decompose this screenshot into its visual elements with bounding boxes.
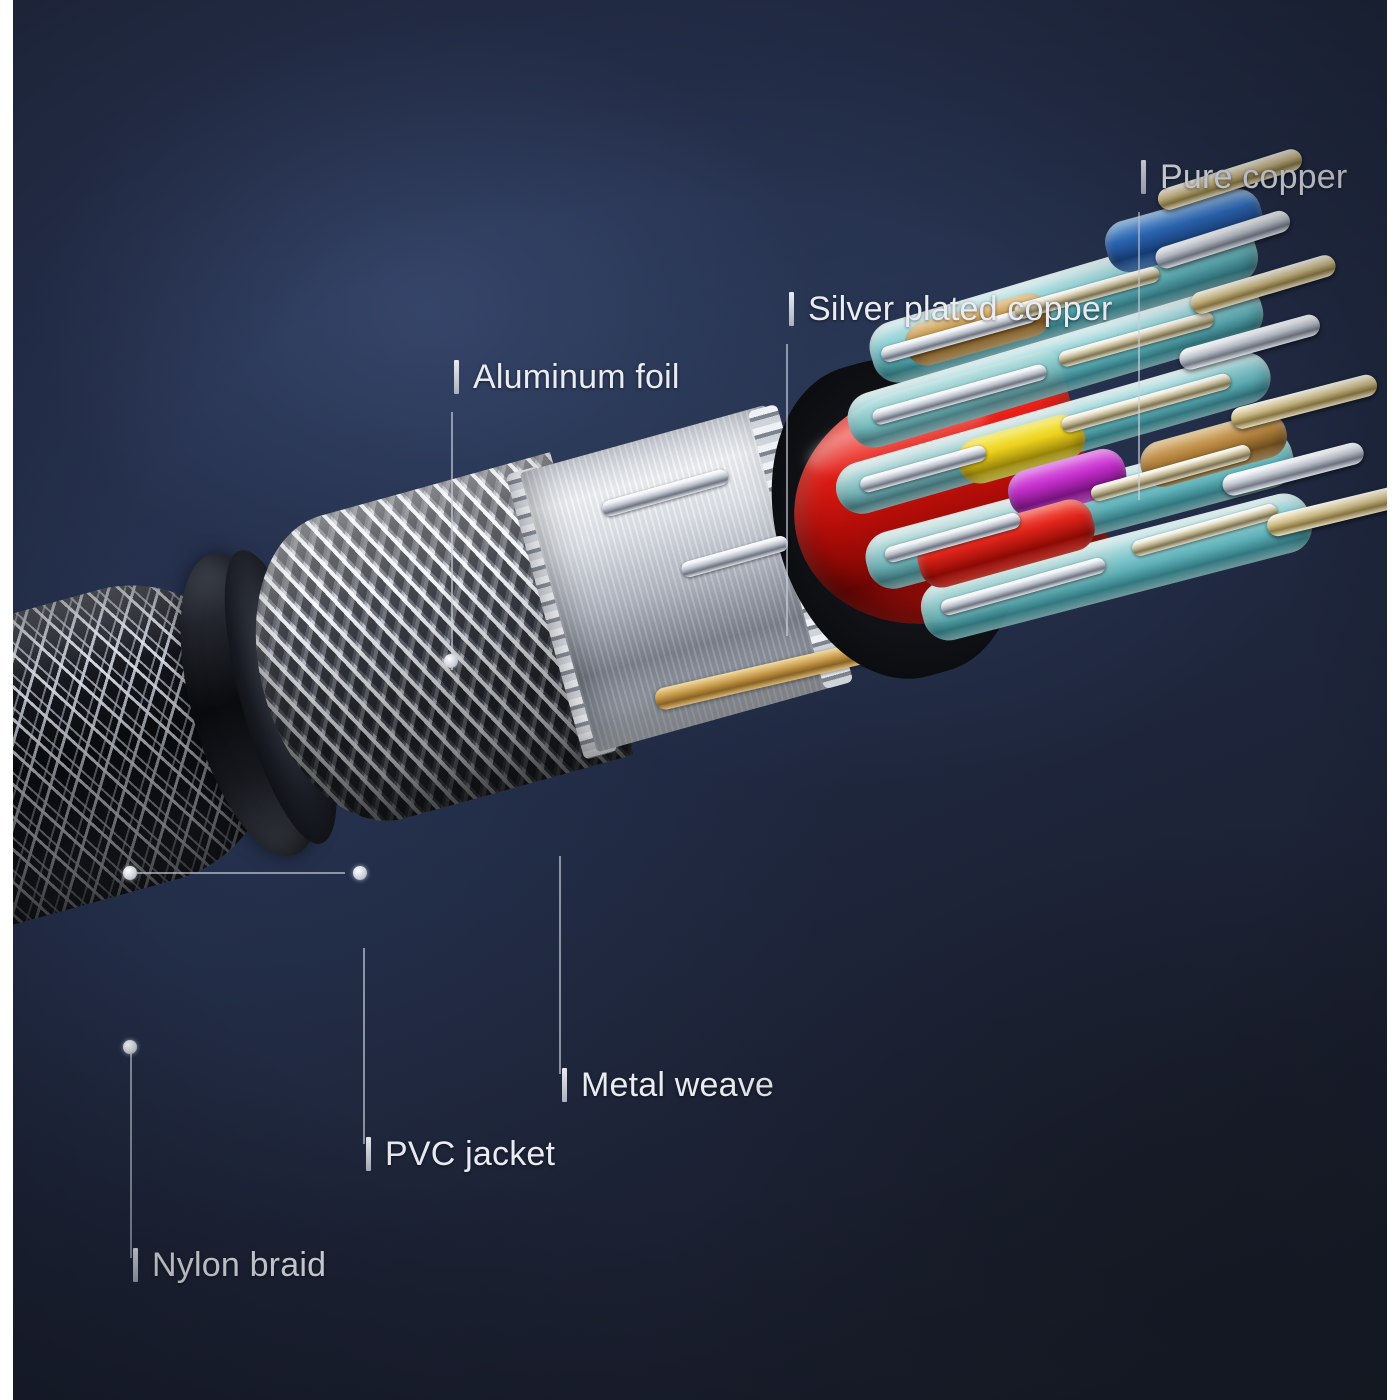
label-pvc-jacket: PVC jacket: [366, 1137, 555, 1171]
leader-line-weave-anchor: [130, 872, 345, 874]
leader-line-metal-weave: [559, 856, 561, 1074]
label-text-pure-copper: Pure copper: [1160, 158, 1348, 196]
label-bar-icon: [1141, 160, 1146, 194]
label-bar-icon: [789, 292, 794, 326]
label-metal-weave: Metal weave: [562, 1068, 774, 1102]
leader-line-silver-plated-copper: [786, 344, 788, 636]
label-bar-icon: [454, 360, 459, 394]
label-nylon-braid: Nylon braid: [133, 1248, 326, 1282]
cable-illustration: [13, 48, 1387, 1046]
anchor-dot-metal-weave: [353, 866, 367, 880]
label-text-nylon-braid: Nylon braid: [152, 1246, 327, 1284]
label-silver-plated-copper: Silver plated copper: [789, 292, 1113, 326]
label-text-metal-weave: Metal weave: [581, 1066, 775, 1104]
label-text-silver-plated-copper: Silver plated copper: [808, 290, 1113, 328]
anchor-dot-aluminum-foil: [444, 654, 458, 668]
leader-line-aluminum-foil: [451, 412, 453, 670]
label-bar-icon: [366, 1137, 371, 1171]
label-aluminum-foil: Aluminum foil: [454, 360, 680, 394]
leader-line-pure-copper: [1138, 212, 1140, 500]
label-bar-icon: [133, 1248, 138, 1282]
label-text-pvc-jacket: PVC jacket: [385, 1135, 556, 1173]
leader-line-pvc-jacket: [363, 948, 365, 1144]
anchor-dot-nylon-braid: [123, 1040, 137, 1054]
label-pure-copper: Pure copper: [1141, 160, 1347, 194]
anchor-dot-pvc-jacket: [123, 866, 137, 880]
leader-line-nylon-braid: [130, 1046, 132, 1258]
cable-cutaway-image: Pure copper Silver plated copper Aluminu…: [13, 0, 1387, 1400]
label-text-aluminum-foil: Aluminum foil: [473, 358, 680, 396]
label-bar-icon: [562, 1068, 567, 1102]
